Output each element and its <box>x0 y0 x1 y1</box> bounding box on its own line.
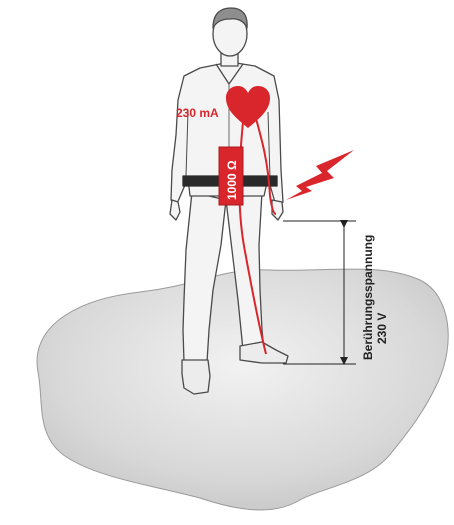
resistance-label: 1000 Ω <box>225 160 239 200</box>
current-label: 230 mA <box>176 106 219 120</box>
left-shoe <box>182 360 210 394</box>
contact-voltage-value: 230 V <box>375 313 389 344</box>
lightning-bolt-icon <box>286 150 354 200</box>
contact-voltage-title: Berührungsspannung <box>361 235 375 360</box>
left-hand <box>170 200 180 220</box>
